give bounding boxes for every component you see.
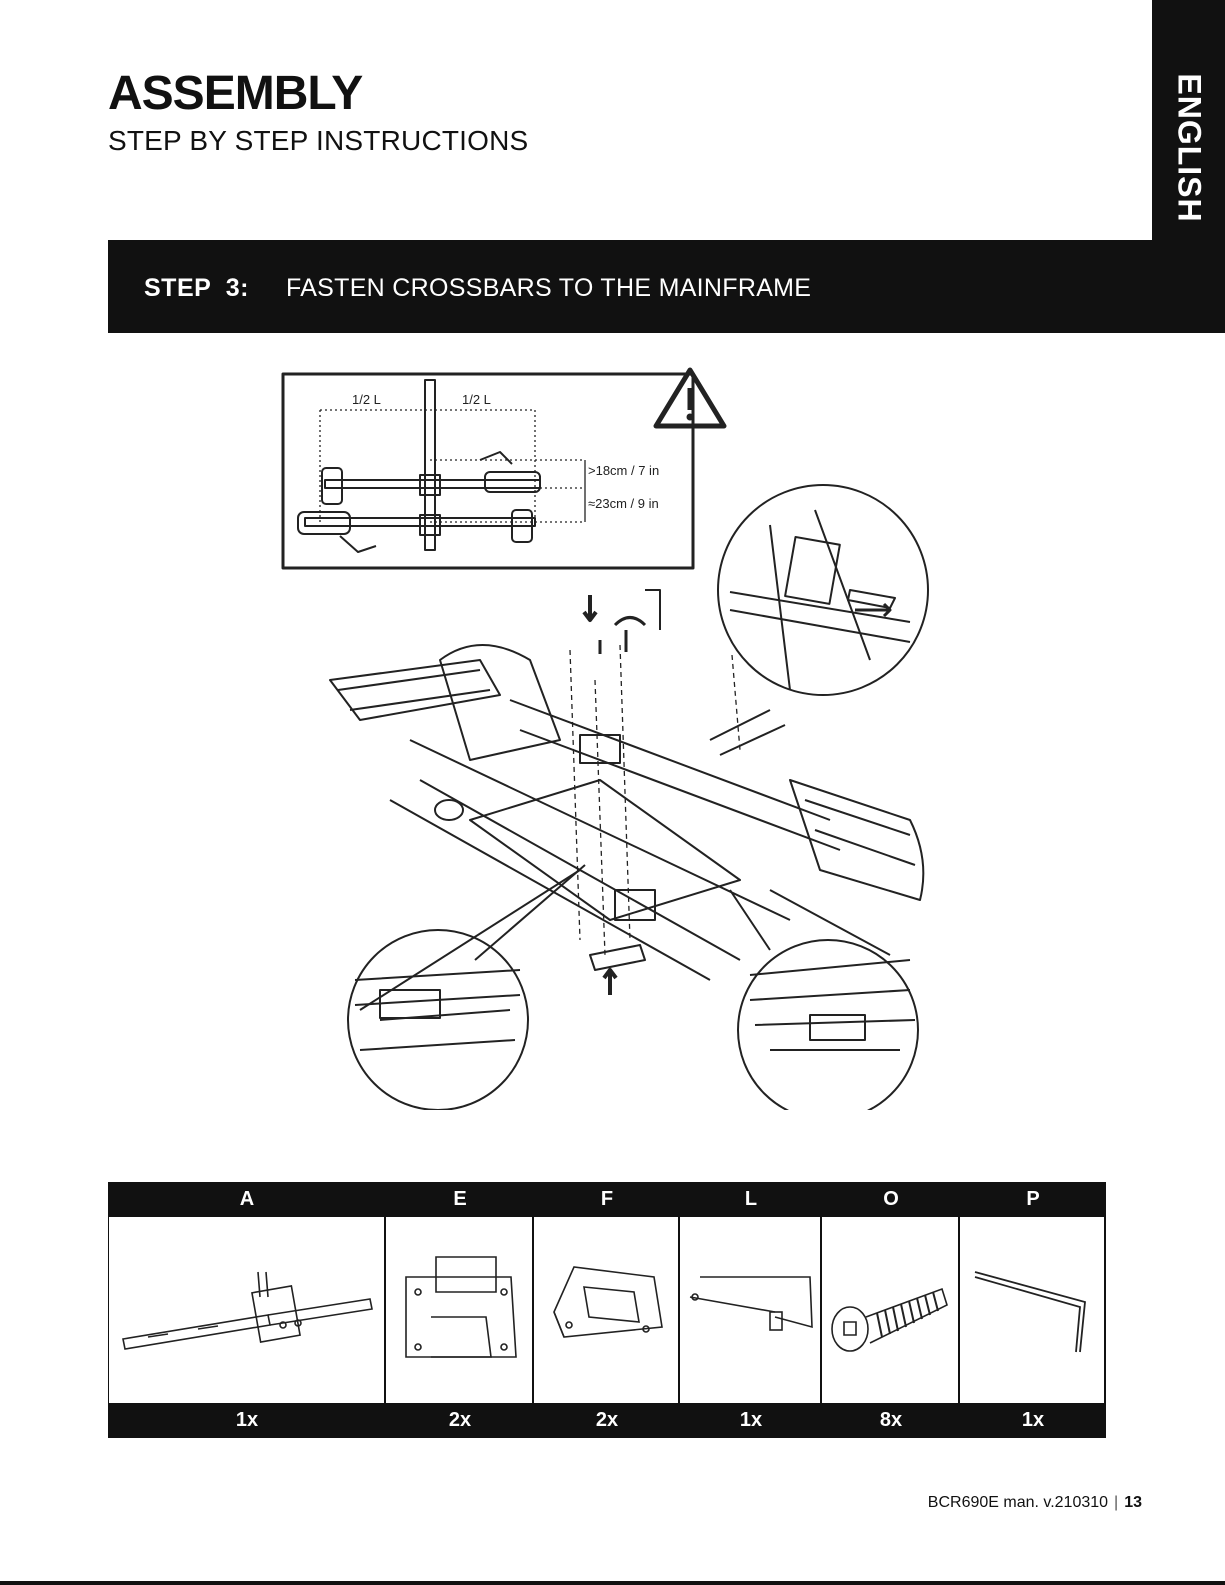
part-quantity: 2x bbox=[534, 1409, 680, 1432]
step-title: FASTEN CROSSBARS TO THE MAINFRAME bbox=[286, 274, 811, 303]
half-length-left-label: 1/2 L bbox=[352, 392, 381, 407]
parts-table: A E F L O P bbox=[108, 1182, 1106, 1438]
part-letter: E bbox=[386, 1188, 534, 1211]
language-tab: ENGLISH bbox=[1152, 0, 1225, 240]
part-quantity: 1x bbox=[108, 1409, 386, 1432]
part-image-allen-key bbox=[960, 1217, 1106, 1403]
part-quantity: 2x bbox=[386, 1409, 534, 1432]
step-number: STEP 3: bbox=[144, 274, 249, 303]
part-image-clamp-plate bbox=[534, 1217, 680, 1403]
part-quantity: 1x bbox=[960, 1409, 1106, 1432]
part-image-mainframe bbox=[108, 1217, 386, 1403]
part-letter: O bbox=[822, 1188, 960, 1211]
detail-circle-top bbox=[718, 485, 928, 695]
page-number: 13 bbox=[1124, 1494, 1142, 1511]
part-letter: F bbox=[534, 1188, 680, 1211]
detail-circle-bottom-left bbox=[348, 930, 528, 1110]
assembly-illustration: 1/2 L 1/2 L >18cm / 7 in ≈23cm / 9 in bbox=[270, 360, 950, 1110]
approx-spacing-label: ≈23cm / 9 in bbox=[588, 496, 659, 511]
part-letter: P bbox=[960, 1188, 1106, 1211]
part-letter: L bbox=[680, 1188, 822, 1211]
part-image-bolt bbox=[822, 1217, 960, 1403]
manual-version: BCR690E man. v.210310 bbox=[928, 1494, 1108, 1511]
footer-separator: | bbox=[1114, 1494, 1118, 1511]
warning-triangle-icon bbox=[656, 370, 724, 426]
parts-quantity-row: 1x 2x 2x 1x 8x 1x bbox=[108, 1403, 1106, 1438]
part-letter: A bbox=[108, 1188, 386, 1211]
part-image-lock-pin bbox=[680, 1217, 822, 1403]
part-image-crossbar-bracket bbox=[386, 1217, 534, 1403]
page-subtitle: STEP BY STEP INSTRUCTIONS bbox=[108, 125, 528, 157]
page-footer: BCR690E man. v.210310 | 13 bbox=[928, 1494, 1142, 1512]
page-title: ASSEMBLY bbox=[108, 70, 362, 118]
part-quantity: 8x bbox=[822, 1409, 960, 1432]
part-quantity: 1x bbox=[680, 1409, 822, 1432]
language-label: ENGLISH bbox=[1170, 73, 1207, 222]
bottom-rule bbox=[0, 1581, 1225, 1585]
step-banner: STEP 3: FASTEN CROSSBARS TO THE MAINFRAM… bbox=[108, 240, 1225, 333]
min-spacing-label: >18cm / 7 in bbox=[588, 463, 659, 478]
parts-header-row: A E F L O P bbox=[108, 1182, 1106, 1217]
half-length-right-label: 1/2 L bbox=[462, 392, 491, 407]
